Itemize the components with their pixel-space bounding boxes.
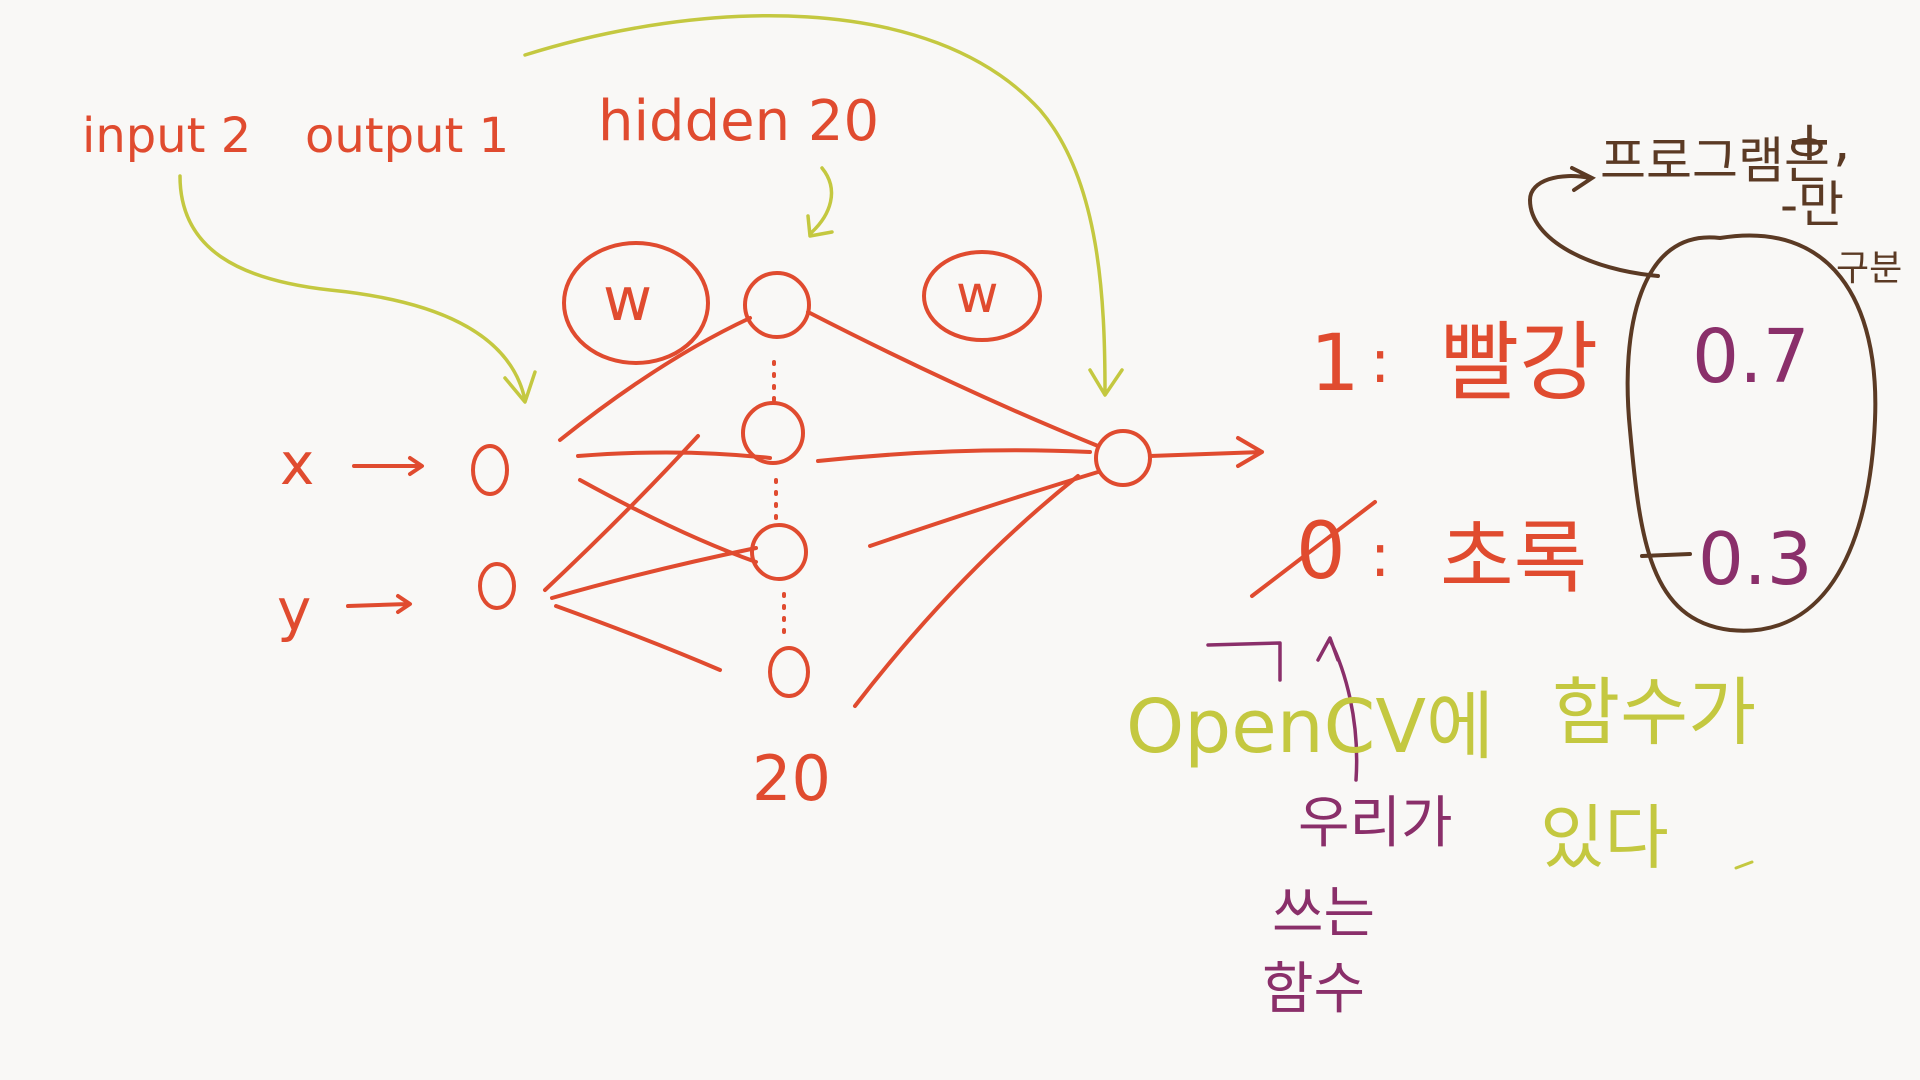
network	[346, 241, 1264, 708]
arrow-used-function	[1316, 636, 1359, 782]
purple-notes	[1206, 636, 1359, 782]
arrow-x-to-node	[352, 456, 424, 476]
note-line1: 프로그램은	[1600, 132, 1830, 190]
edge-x-h2	[576, 450, 772, 460]
class-one-color: 빨강	[1440, 313, 1598, 413]
hidden-count-label: 20	[752, 742, 831, 815]
program-note: 프로그램은 +, -만 구분	[1600, 109, 1902, 289]
class-zero-number: 0	[1296, 507, 1346, 597]
network-labels: input 2 output 1 hidden 20 x y 20 w w	[82, 89, 999, 815]
edge-h4-out	[853, 474, 1080, 708]
edge-y-h3	[550, 546, 758, 600]
weight-left-label: w	[603, 265, 652, 335]
input-node-x	[471, 444, 509, 496]
opencv-line2: 함수가	[1552, 670, 1756, 756]
edge-y-h4	[554, 604, 722, 672]
prob-top: 0.7	[1692, 314, 1810, 400]
edge-h1-out	[806, 310, 1100, 448]
y-input-label: y	[277, 576, 311, 644]
hidden-node-3	[750, 523, 808, 581]
used-line2: 쓰는	[1272, 881, 1375, 946]
edge-x-h3	[578, 478, 758, 564]
bracket-line	[1206, 641, 1282, 682]
input-node-y	[478, 562, 516, 610]
yellow-text: OpenCV에 함수가 있다	[1126, 670, 1756, 879]
hidden-label: hidden 20	[598, 89, 879, 154]
arrow-y-to-node	[346, 594, 412, 614]
opencv-line1: OpenCV에	[1126, 684, 1494, 770]
zero-marker	[1640, 552, 1692, 558]
class-labels: 1 : 빨강 0 : 초록	[1296, 313, 1598, 605]
edge-x-h1	[558, 316, 752, 442]
stray-mark	[1734, 860, 1754, 870]
hidden-node-2	[741, 401, 805, 465]
arrow-output-to-node	[523, 14, 1124, 397]
probability-oval	[1527, 166, 1878, 633]
prob-bottom: 0.3	[1698, 517, 1813, 601]
note-line3: -만	[1780, 176, 1844, 234]
output-label: output 1	[305, 108, 509, 164]
edge-y-h2	[543, 434, 700, 592]
arrow-hidden-to-nodes	[806, 166, 834, 238]
class-one-colon: :	[1370, 327, 1390, 397]
curved-arrow-to-note	[1527, 166, 1660, 278]
used-line1: 우리가	[1298, 791, 1453, 856]
annotation-arrows	[178, 14, 1124, 404]
arrow-input-to-nodes	[178, 174, 537, 404]
class-one-number: 1	[1310, 319, 1360, 409]
hidden-node-1	[743, 271, 811, 339]
edge-h2-out	[816, 448, 1092, 463]
class-zero-strike	[1250, 500, 1377, 598]
oval-outline	[1625, 233, 1878, 633]
note-line2: +,	[1786, 109, 1851, 174]
weight-circle-left	[562, 241, 710, 365]
arrow-output	[1148, 436, 1264, 468]
opencv-line3: 있다	[1540, 797, 1669, 879]
used-line3: 함수	[1262, 957, 1365, 1022]
purple-text: 우리가 쓰는 함수	[1262, 791, 1453, 1022]
output-node	[1094, 429, 1152, 487]
weight-circle-right	[922, 250, 1042, 342]
class-zero-color: 초록	[1440, 512, 1587, 605]
hidden-node-4	[768, 646, 810, 698]
note-line4: 구분	[1836, 248, 1902, 289]
weight-right-label: w	[956, 265, 999, 325]
x-input-label: x	[280, 430, 314, 498]
edge-h3-out	[868, 470, 1100, 548]
probability-values: 0.7 0.3	[1692, 314, 1813, 601]
input-label: input 2	[82, 108, 251, 164]
class-zero-colon: :	[1370, 521, 1390, 591]
